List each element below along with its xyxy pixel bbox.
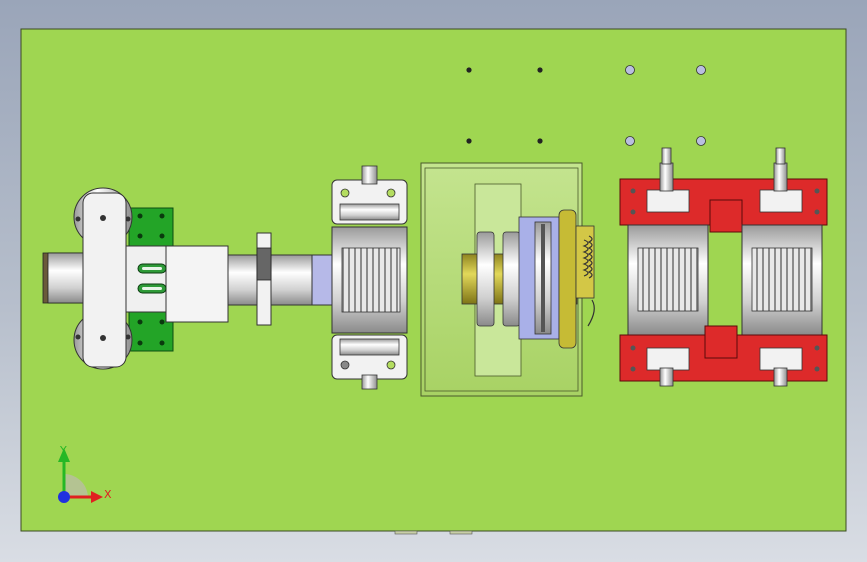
friction-disc: [476, 231, 495, 327]
input-shaft-assembly[interactable]: [42, 187, 345, 370]
clutch-armature: [558, 209, 577, 349]
friction-disc: [502, 231, 521, 327]
triad-x-label: X: [104, 488, 112, 501]
mounting-hole: [625, 65, 635, 75]
triad-rotation-arc: [64, 474, 88, 498]
mounting-hole: [537, 67, 543, 73]
mounting-hole: [696, 136, 706, 146]
triad-z-axis: [58, 491, 70, 503]
mounting-hole: [625, 136, 635, 146]
pulley-bearing-unit-1[interactable]: [331, 165, 408, 390]
mounting-hole: [537, 138, 543, 144]
plate-foot-right: [449, 530, 473, 535]
clutch-housing-assembly[interactable]: [420, 162, 595, 397]
coordinate-triad: Y X: [58, 444, 112, 503]
lock-nut: [256, 247, 272, 281]
spring-coil: [582, 235, 593, 279]
shaft-housing-extension: [165, 245, 229, 323]
mounting-hole: [696, 65, 706, 75]
input-shaft: [227, 254, 319, 306]
plate-foot-left: [394, 530, 418, 535]
twin-pulley-assembly[interactable]: [619, 147, 828, 387]
triad-y-label: Y: [59, 444, 67, 457]
mounting-holes: [466, 65, 706, 146]
mounting-hole: [466, 138, 472, 144]
lead-wire: [587, 299, 595, 327]
vertical-carrier: [82, 192, 127, 368]
mounting-hole: [466, 67, 472, 73]
